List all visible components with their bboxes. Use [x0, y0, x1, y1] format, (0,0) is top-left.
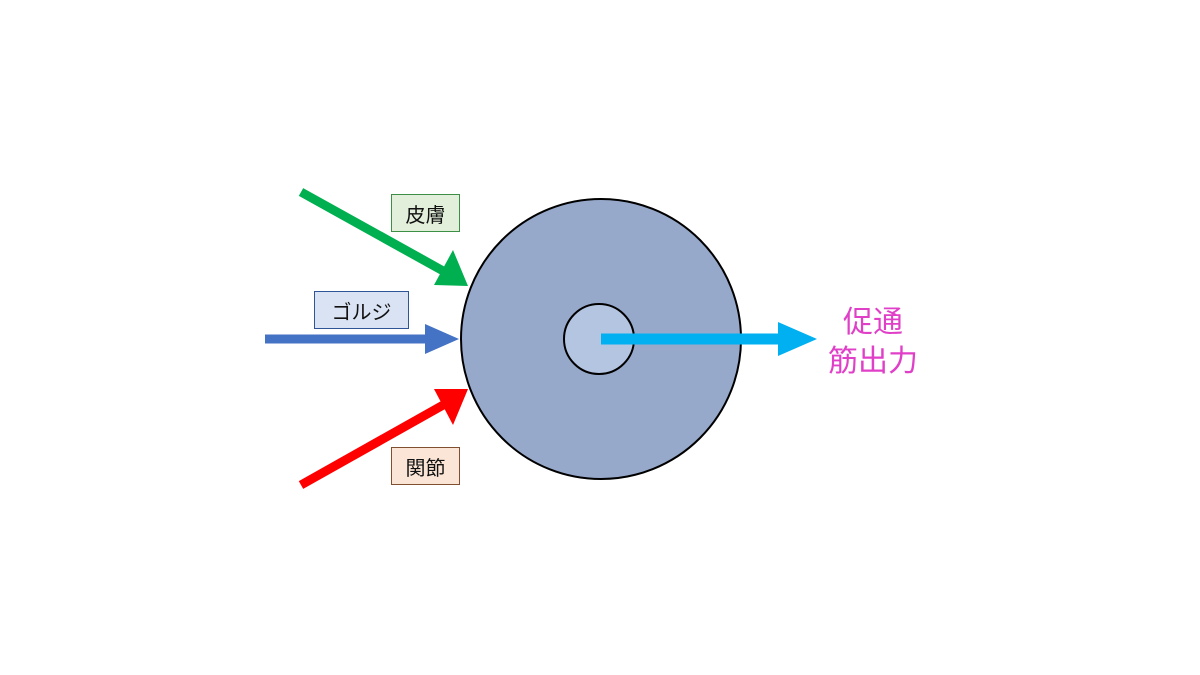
joint-input-arrow	[298, 389, 468, 489]
output-label-facilitation: 促通	[843, 305, 903, 340]
golgi-label: ゴルジ	[314, 291, 409, 329]
skin-input-arrow	[298, 188, 468, 286]
output-arrow	[601, 322, 817, 356]
golgi-input-arrow	[265, 324, 459, 354]
skin-label: 皮膚	[391, 194, 460, 232]
joint-label: 関節	[391, 447, 460, 485]
output-label-muscle-output: 筋出力	[828, 344, 918, 379]
